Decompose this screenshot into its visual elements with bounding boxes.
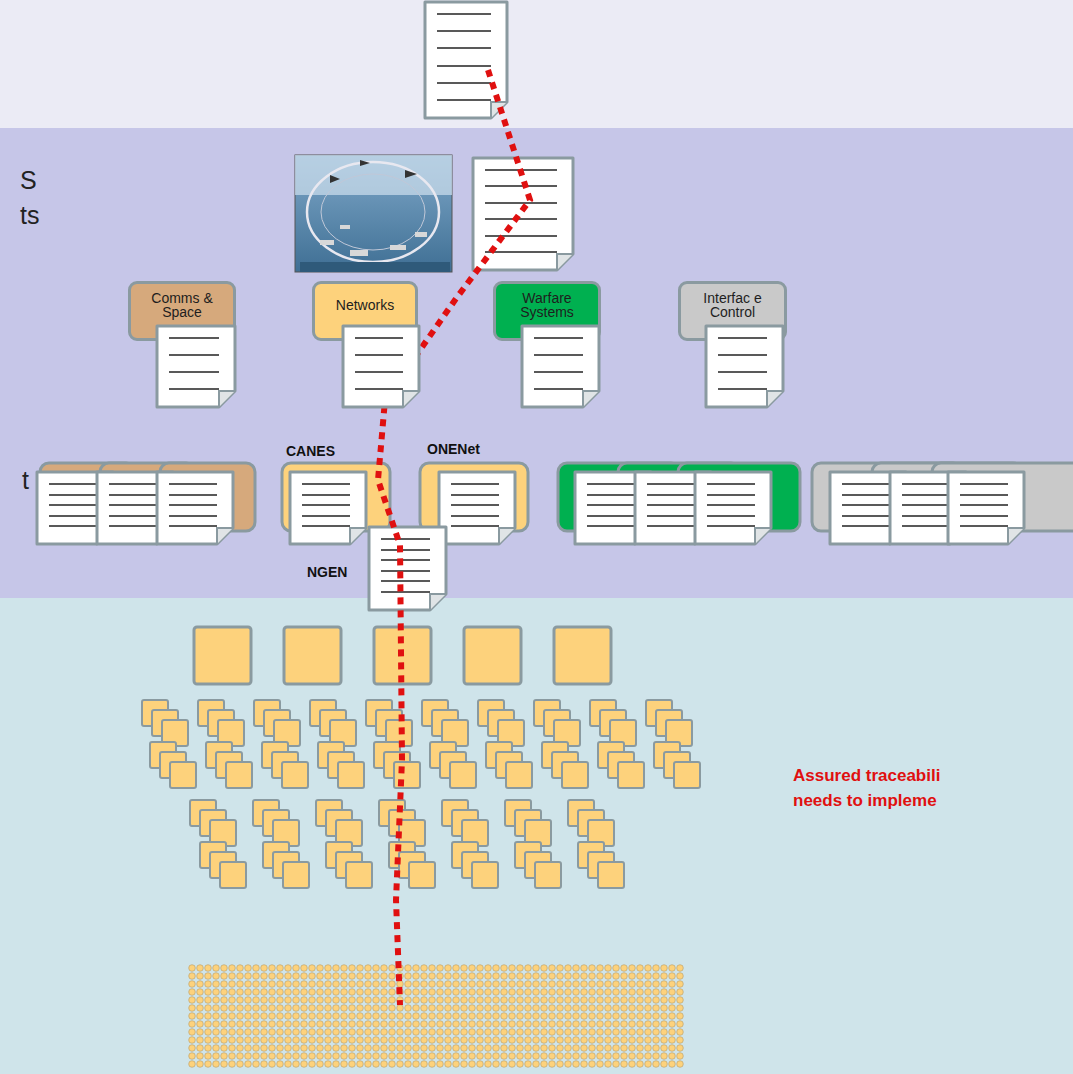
sub-component — [472, 862, 498, 888]
box-title: Comms & Space — [134, 291, 230, 319]
sub-component — [409, 862, 435, 888]
document-icon — [369, 527, 446, 610]
sub-component — [226, 762, 252, 788]
heading-fragment: ts — [20, 201, 39, 230]
sub-component — [394, 762, 420, 788]
component-square — [464, 627, 521, 684]
sub-component — [282, 762, 308, 788]
document-icon — [522, 326, 599, 407]
sub-component — [450, 762, 476, 788]
sub-component — [170, 762, 196, 788]
component-square — [284, 627, 341, 684]
sub-component — [598, 862, 624, 888]
category-box: Comms & Space — [128, 281, 236, 341]
sub-component — [618, 762, 644, 788]
document-icon — [706, 326, 783, 407]
category-box: Networks — [312, 281, 418, 341]
middle-band — [0, 128, 1073, 598]
top-band — [0, 0, 1073, 128]
document-icon — [695, 472, 771, 544]
category-box: Interfac e Control — [678, 281, 787, 341]
trace-line — [378, 70, 530, 1005]
document-icon — [290, 472, 366, 544]
program-name: ONENet — [427, 441, 480, 457]
map-illustration — [295, 155, 452, 272]
sub-component — [220, 862, 246, 888]
component-square — [194, 627, 251, 684]
heading-fragment: S — [20, 166, 37, 195]
sub-component — [283, 862, 309, 888]
document-icon — [425, 2, 507, 118]
sub-component — [562, 762, 588, 788]
document-icon — [157, 472, 233, 544]
document-icon — [439, 472, 515, 544]
sub-component — [674, 762, 700, 788]
callout-note: Assured traceabili — [793, 766, 940, 786]
document-icon — [157, 326, 235, 407]
callout-note: needs to impleme — [793, 791, 937, 811]
document-icon — [948, 472, 1024, 544]
part-dots — [189, 965, 684, 1068]
heading-fragment: t — [22, 466, 29, 495]
box-title: Interfac e Control — [702, 291, 764, 319]
sub-component — [506, 762, 532, 788]
sub-component — [346, 862, 372, 888]
category-box: Warfare Systems — [493, 281, 601, 341]
box-title: Networks — [317, 298, 413, 312]
program-name: CANES — [286, 443, 335, 459]
box-title: Warfare Systems — [499, 291, 595, 319]
program-name: NGEN — [307, 564, 347, 580]
document-icon — [343, 326, 419, 407]
component-square — [554, 627, 611, 684]
bottom-band — [0, 598, 1073, 1074]
sub-component — [338, 762, 364, 788]
sub-component — [535, 862, 561, 888]
